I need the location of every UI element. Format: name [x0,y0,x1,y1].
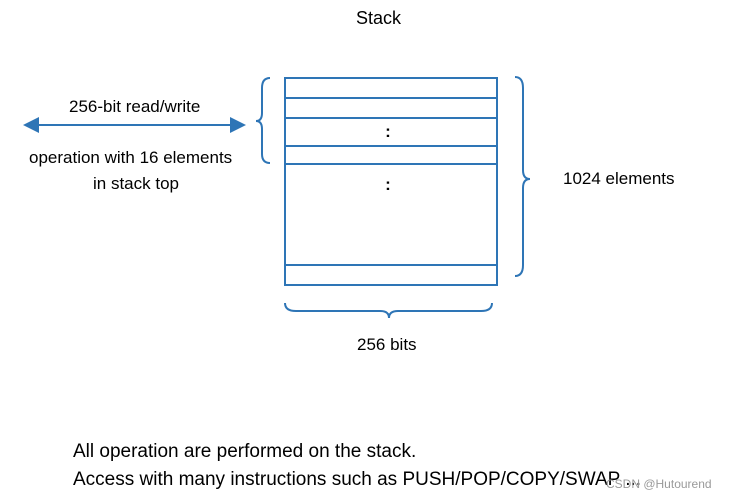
bottom-brace [284,302,493,319]
left-brace [255,77,271,164]
stack-box: : : [284,77,498,286]
operation-label-line2: in stack top [93,174,179,193]
operation-label-line1: operation with 16 elements [29,148,233,167]
right-brace [514,76,531,277]
stack-ellipsis-top: : [385,122,391,141]
element-count-label: 1024 elements [563,169,675,188]
watermark: CSDN @Hutourend [606,477,712,491]
stack-outline [284,77,498,286]
diagram-title: Stack [356,8,402,28]
note-line-1: All operation are performed on the stack… [73,441,417,462]
stack-ellipsis-middle: : [385,175,391,194]
note-line-2: Access with many instructions such as PU… [73,469,642,490]
read-write-label: 256-bit read/write [69,97,201,116]
bit-width-label: 256 bits [357,335,417,354]
